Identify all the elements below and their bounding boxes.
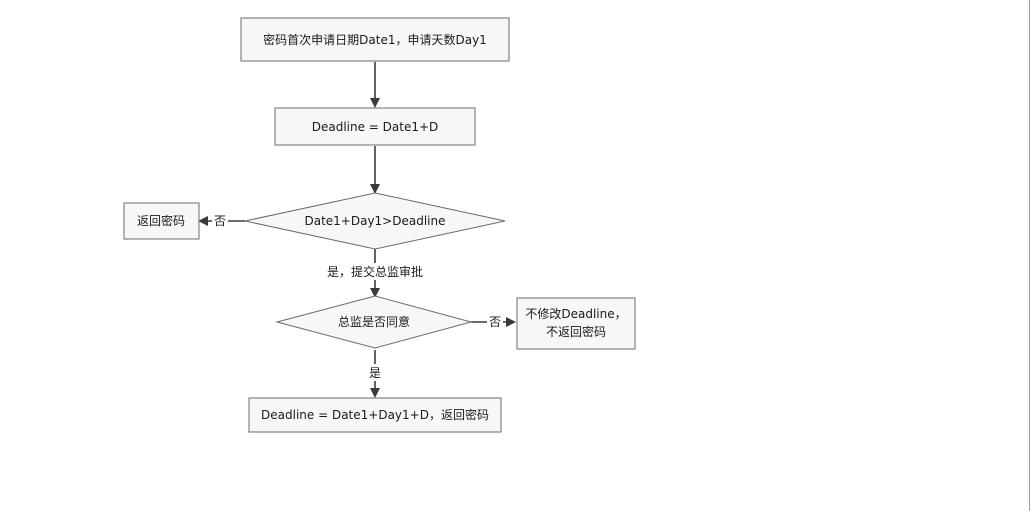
director-approve-decision: 总监是否同意	[275, 295, 473, 349]
return-password-label: 返回密码	[137, 213, 185, 228]
canvas-right-border	[1029, 0, 1030, 511]
return-password-node: 返回密码	[123, 202, 200, 240]
deadline-calc-label: Deadline = Date1+D	[312, 120, 439, 134]
svg-text:否: 否	[489, 315, 501, 329]
edge-label-approve-yes: 是	[367, 364, 383, 381]
no-modify-label-line1: 不修改Deadline，	[525, 306, 626, 321]
check-deadline-label: Date1+Day1>Deadline	[304, 214, 445, 228]
final-deadline-node: Deadline = Date1+Day1+D，返回密码	[248, 397, 502, 433]
edge-label-approve-no: 否	[487, 314, 503, 330]
svg-text:是: 是	[369, 366, 381, 380]
start-node: 密码首次申请日期Date1，申请天数Day1	[240, 17, 510, 62]
svg-text:否: 否	[214, 214, 226, 228]
edge-label-check-no: 否	[212, 213, 228, 229]
check-deadline-decision: Date1+Day1>Deadline	[244, 192, 506, 250]
svg-text:是，提交总监审批: 是，提交总监审批	[327, 264, 423, 279]
deadline-calc-node: Deadline = Date1+D	[274, 107, 476, 146]
no-modify-node: 不修改Deadline， 不返回密码	[516, 297, 636, 350]
director-approve-label: 总监是否同意	[338, 314, 410, 329]
start-node-label: 密码首次申请日期Date1，申请天数Day1	[263, 32, 487, 47]
final-deadline-label: Deadline = Date1+Day1+D，返回密码	[261, 407, 489, 422]
edge-label-check-yes: 是，提交总监审批	[320, 263, 430, 280]
no-modify-label-line2: 不返回密码	[546, 324, 606, 339]
